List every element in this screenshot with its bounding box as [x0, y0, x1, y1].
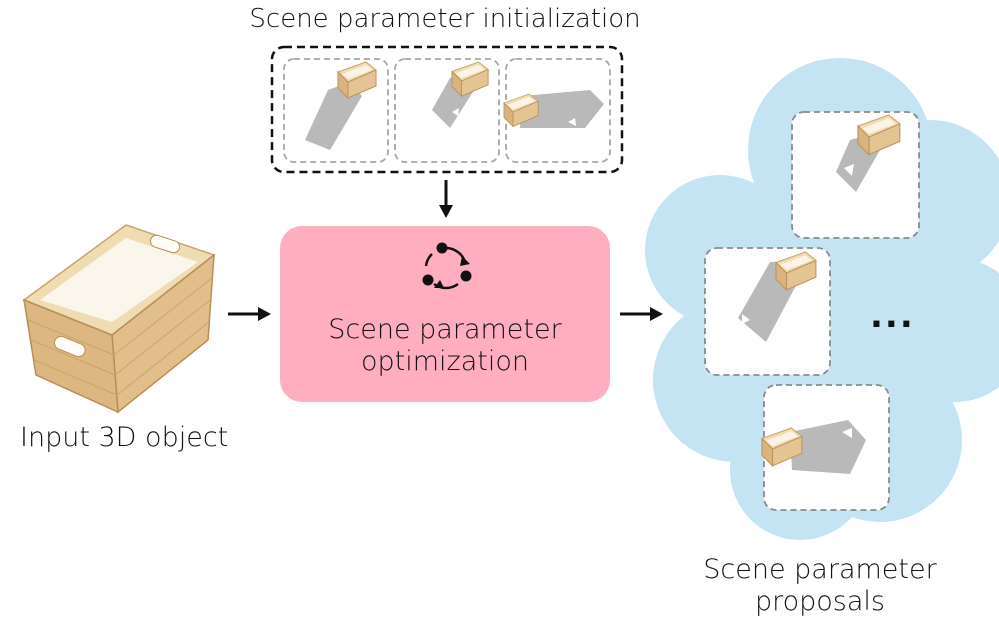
proposal-thumbnail-3	[761, 384, 890, 511]
proposal-thumbnail-2	[704, 247, 831, 376]
optimization-label: Scene parameter optimization	[280, 314, 610, 379]
ellipsis: ...	[870, 296, 915, 336]
init-container	[270, 45, 624, 174]
proposals-label-line-2: proposals	[754, 586, 885, 618]
right-arrow-1	[228, 307, 271, 321]
init-thumbnail-3	[503, 58, 611, 163]
init-thumbnail-1	[283, 58, 389, 163]
optimization-box	[280, 226, 610, 402]
init-title: Scene parameter initialization	[249, 4, 641, 34]
input-label: Input 3D object	[20, 422, 229, 453]
optimization-label-line-1: Scene parameter	[328, 314, 562, 345]
right-arrow-2	[620, 307, 663, 321]
cycle-icon	[422, 242, 472, 290]
input-crate-image	[22, 224, 216, 414]
proposals-label: Scene parameter proposals	[690, 554, 950, 619]
proposals-label-line-1: Scene parameter	[703, 554, 937, 585]
down-arrow	[439, 180, 453, 218]
optimization-label-line-2: optimization	[361, 346, 529, 378]
proposal-thumbnail-1	[791, 111, 920, 239]
init-thumbnail-2	[394, 58, 500, 163]
